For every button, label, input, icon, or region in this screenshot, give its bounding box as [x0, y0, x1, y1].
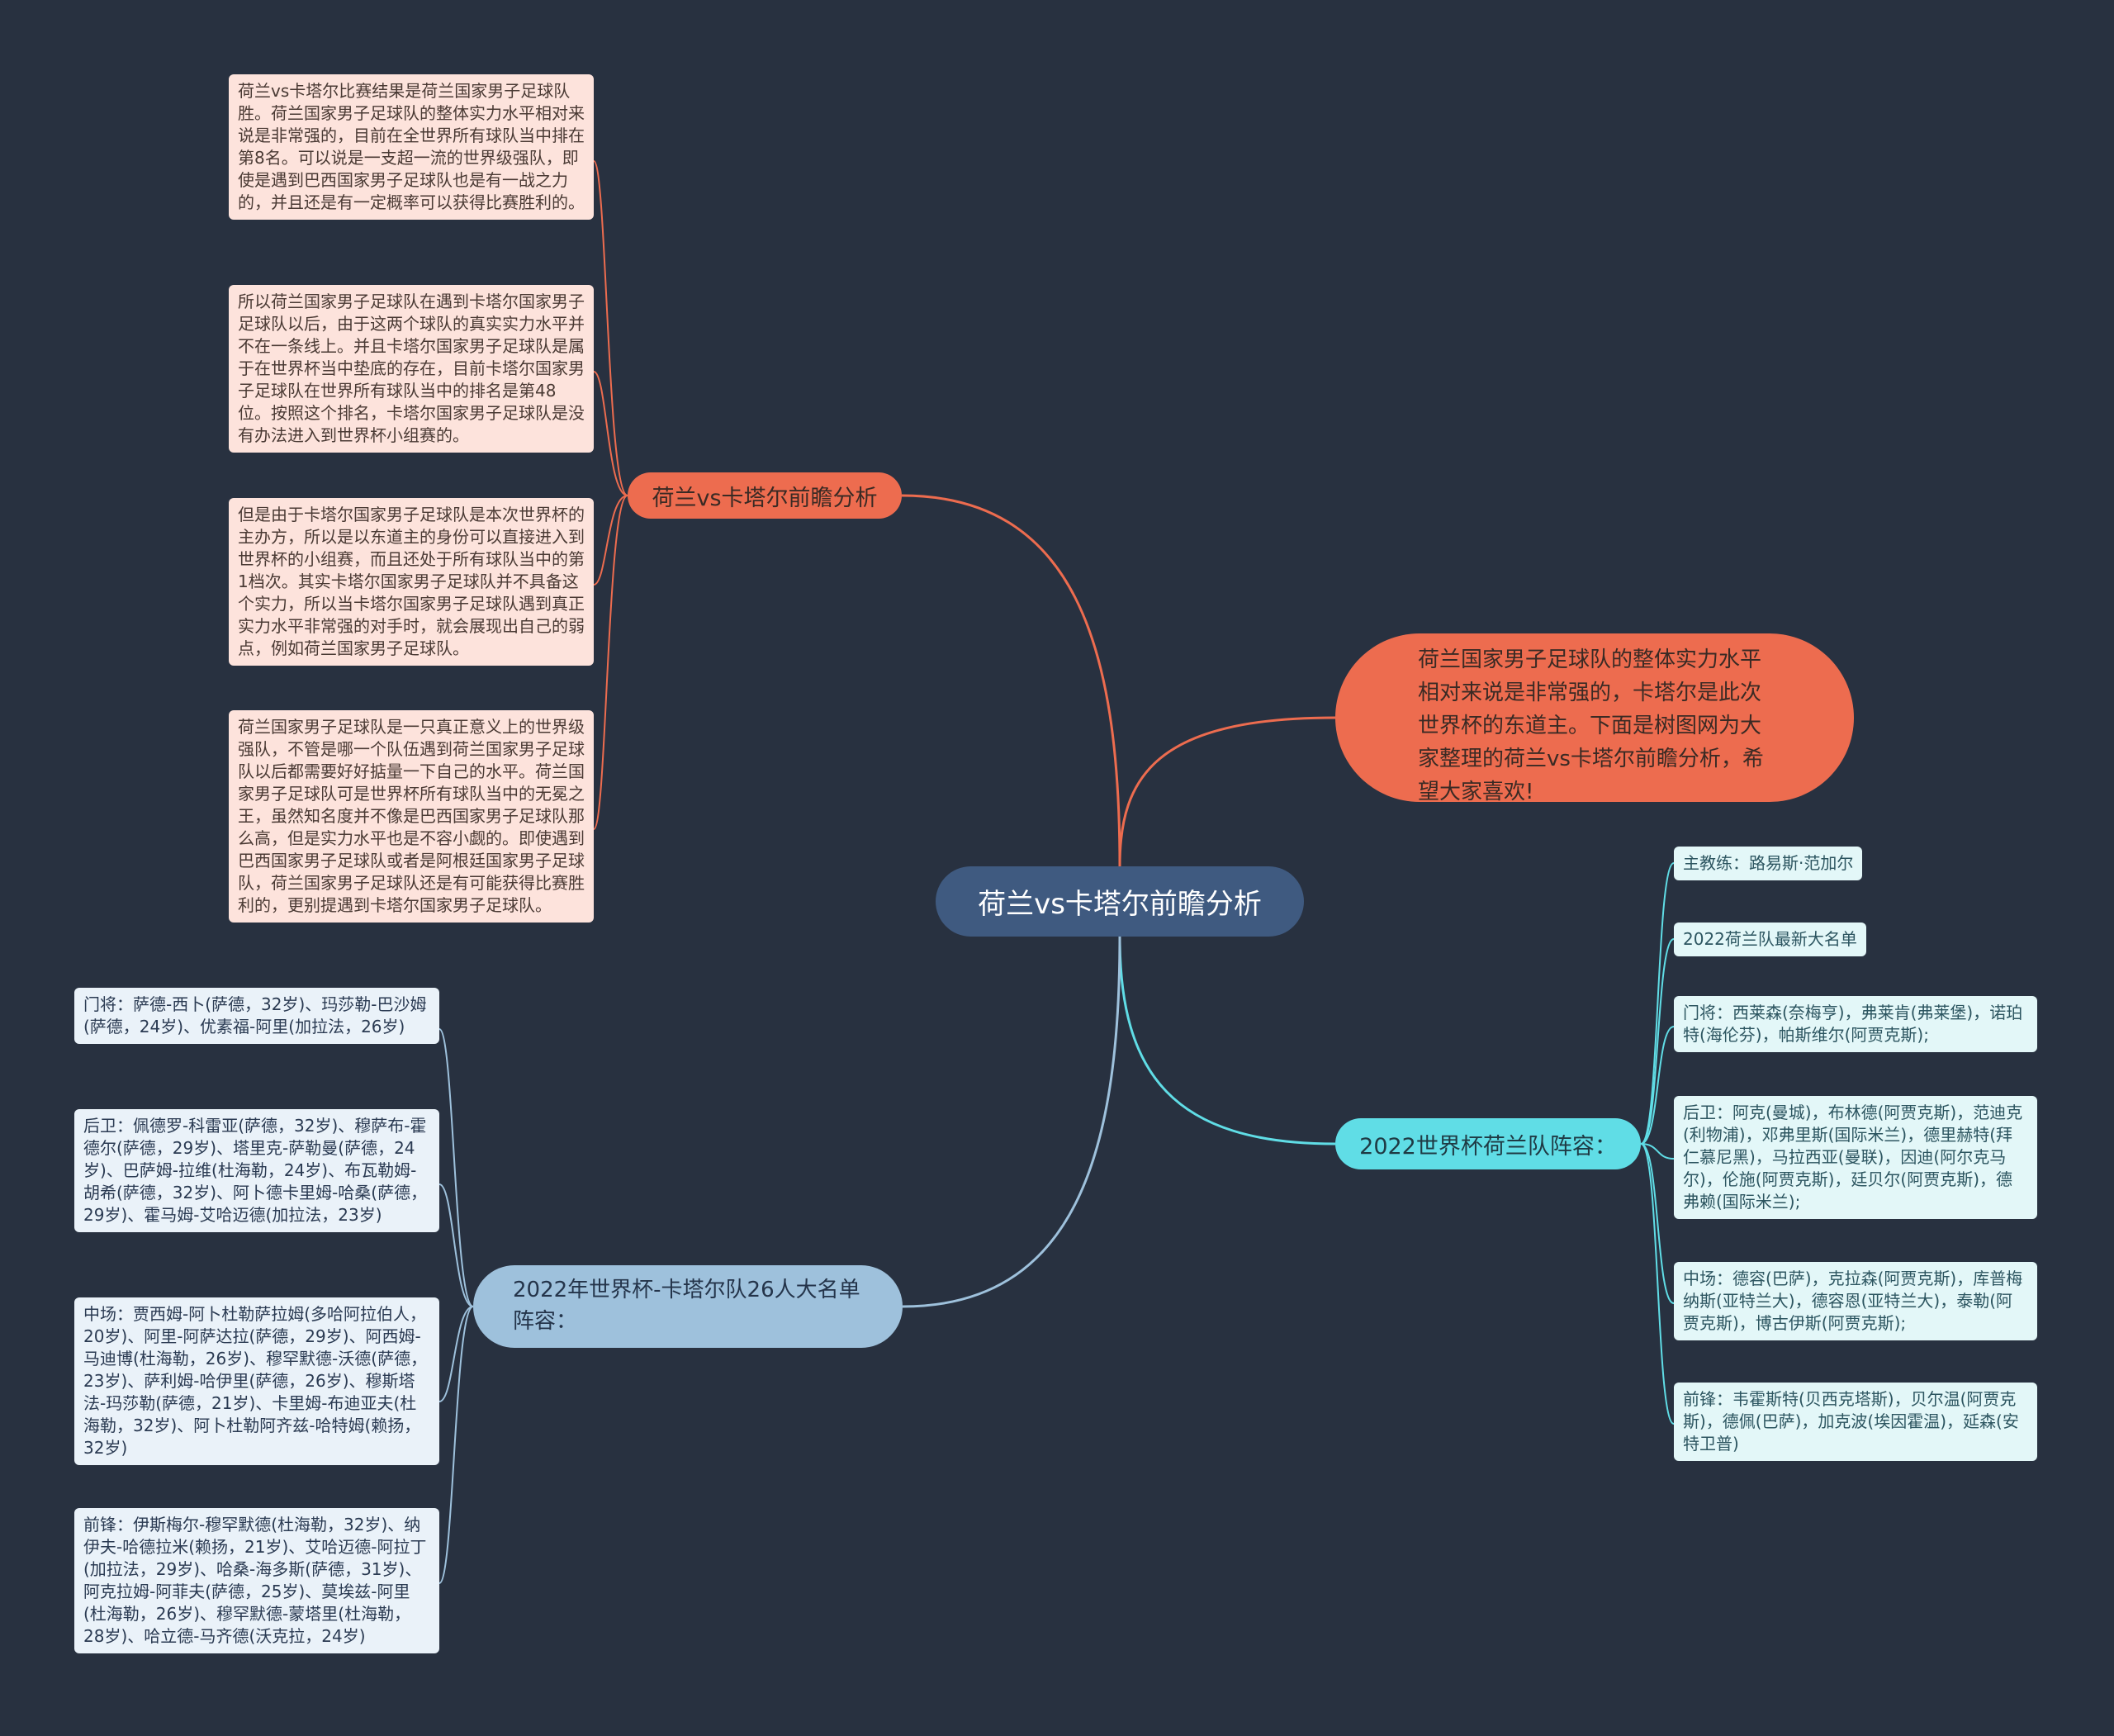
link-lineup-leaf-3	[1640, 1026, 1675, 1145]
lineup-leaf-forwards[interactable]: 前锋：韦霍斯特(贝西克塔斯)，贝尔温(阿贾克斯)，德佩(巴萨)，加克波(埃因霍温…	[1674, 1383, 2037, 1461]
link-qatar-leaf-3	[438, 1306, 474, 1402]
qatar-leaf-defenders[interactable]: 后卫：佩德罗-科雷亚(萨德，32岁)、穆萨布-霍德尔(萨德，29岁)、塔里克-萨…	[74, 1109, 439, 1232]
link-lineup-leaf-4	[1640, 1143, 1675, 1160]
link-analysis-leaf-1	[593, 160, 628, 496]
link-center-lineup	[1118, 936, 1336, 1145]
analysis-leaf-3[interactable]: 但是由于卡塔尔国家男子足球队是本次世界杯的主办方，所以是以东道主的身份可以直接进…	[229, 498, 594, 666]
link-lineup-leaf-5	[1640, 1143, 1675, 1304]
lineup-leaf-squad[interactable]: 2022荷兰队最新大名单	[1674, 923, 1866, 956]
analysis-leaf-2[interactable]: 所以荷兰国家男子足球队在遇到卡塔尔国家男子足球队以后，由于这两个球队的真实实力水…	[229, 285, 594, 453]
lineup-leaf-coach[interactable]: 主教练：路易斯·范加尔	[1674, 847, 1863, 880]
lineup-leaf-goalkeepers[interactable]: 门将：西莱森(奈梅亨)，弗莱肯(弗莱堡)，诺珀特(海伦芬)，帕斯维尔(阿贾克斯)…	[1674, 996, 2037, 1052]
link-center-qatar	[902, 936, 1121, 1308]
branch-intro[interactable]: 荷兰国家男子足球队的整体实力水平相对来说是非常强的，卡塔尔是此次世界杯的东道主。…	[1335, 633, 1854, 804]
lineup-leaf-midfielders[interactable]: 中场：德容(巴萨)，克拉森(阿贾克斯)，库普梅纳斯(亚特兰大)，德容恩(亚特兰大…	[1674, 1262, 2037, 1340]
link-qatar-leaf-4	[438, 1306, 474, 1584]
analysis-leaf-4[interactable]: 荷兰国家男子足球队是一只真正意义上的世界级强队，不管是哪一个队伍遇到荷兰国家男子…	[229, 710, 594, 923]
link-analysis-leaf-3	[593, 495, 628, 586]
analysis-leaf-1[interactable]: 荷兰vs卡塔尔比赛结果是荷兰国家男子足球队胜。荷兰国家男子足球队的整体实力水平相…	[229, 74, 594, 220]
link-analysis-leaf-2	[593, 371, 628, 496]
lineup-leaf-defenders[interactable]: 后卫：阿克(曼城)，布林德(阿贾克斯)，范迪克(利物浦)，邓弗里斯(国际米兰)，…	[1674, 1096, 2037, 1219]
qatar-leaf-forwards[interactable]: 前锋：伊斯梅尔-穆罕默德(杜海勒，32岁)、纳伊夫-哈德拉米(赖扬，21岁)、艾…	[74, 1508, 439, 1653]
link-analysis-leaf-4	[593, 495, 628, 830]
link-lineup-leaf-2	[1640, 938, 1675, 1145]
link-center-analysis	[901, 494, 1121, 867]
qatar-leaf-midfielders[interactable]: 中场：贾西姆-阿卜杜勒萨拉姆(多哈阿拉伯人，20岁)、阿里-阿萨达拉(萨德，29…	[74, 1297, 439, 1465]
link-qatar-leaf-2	[438, 1183, 474, 1307]
link-qatar-leaf-1	[438, 1028, 474, 1307]
link-lineup-leaf-6	[1640, 1143, 1675, 1425]
branch-qatar-squad[interactable]: 2022年世界杯-卡塔尔队26人大名单阵容：	[473, 1265, 903, 1348]
branch-netherlands-lineup[interactable]: 2022世界杯荷兰队阵容：	[1335, 1118, 1641, 1169]
branch-analysis[interactable]: 荷兰vs卡塔尔前瞻分析	[628, 472, 902, 519]
central-topic[interactable]: 荷兰vs卡塔尔前瞻分析	[936, 866, 1304, 937]
link-center-intro	[1118, 716, 1336, 867]
qatar-leaf-goalkeepers[interactable]: 门将：萨德-西卜(萨德，32岁)、玛莎勒-巴沙姆(萨德，24岁)、优素福-阿里(…	[74, 988, 439, 1044]
link-lineup-leaf-1	[1640, 862, 1675, 1145]
